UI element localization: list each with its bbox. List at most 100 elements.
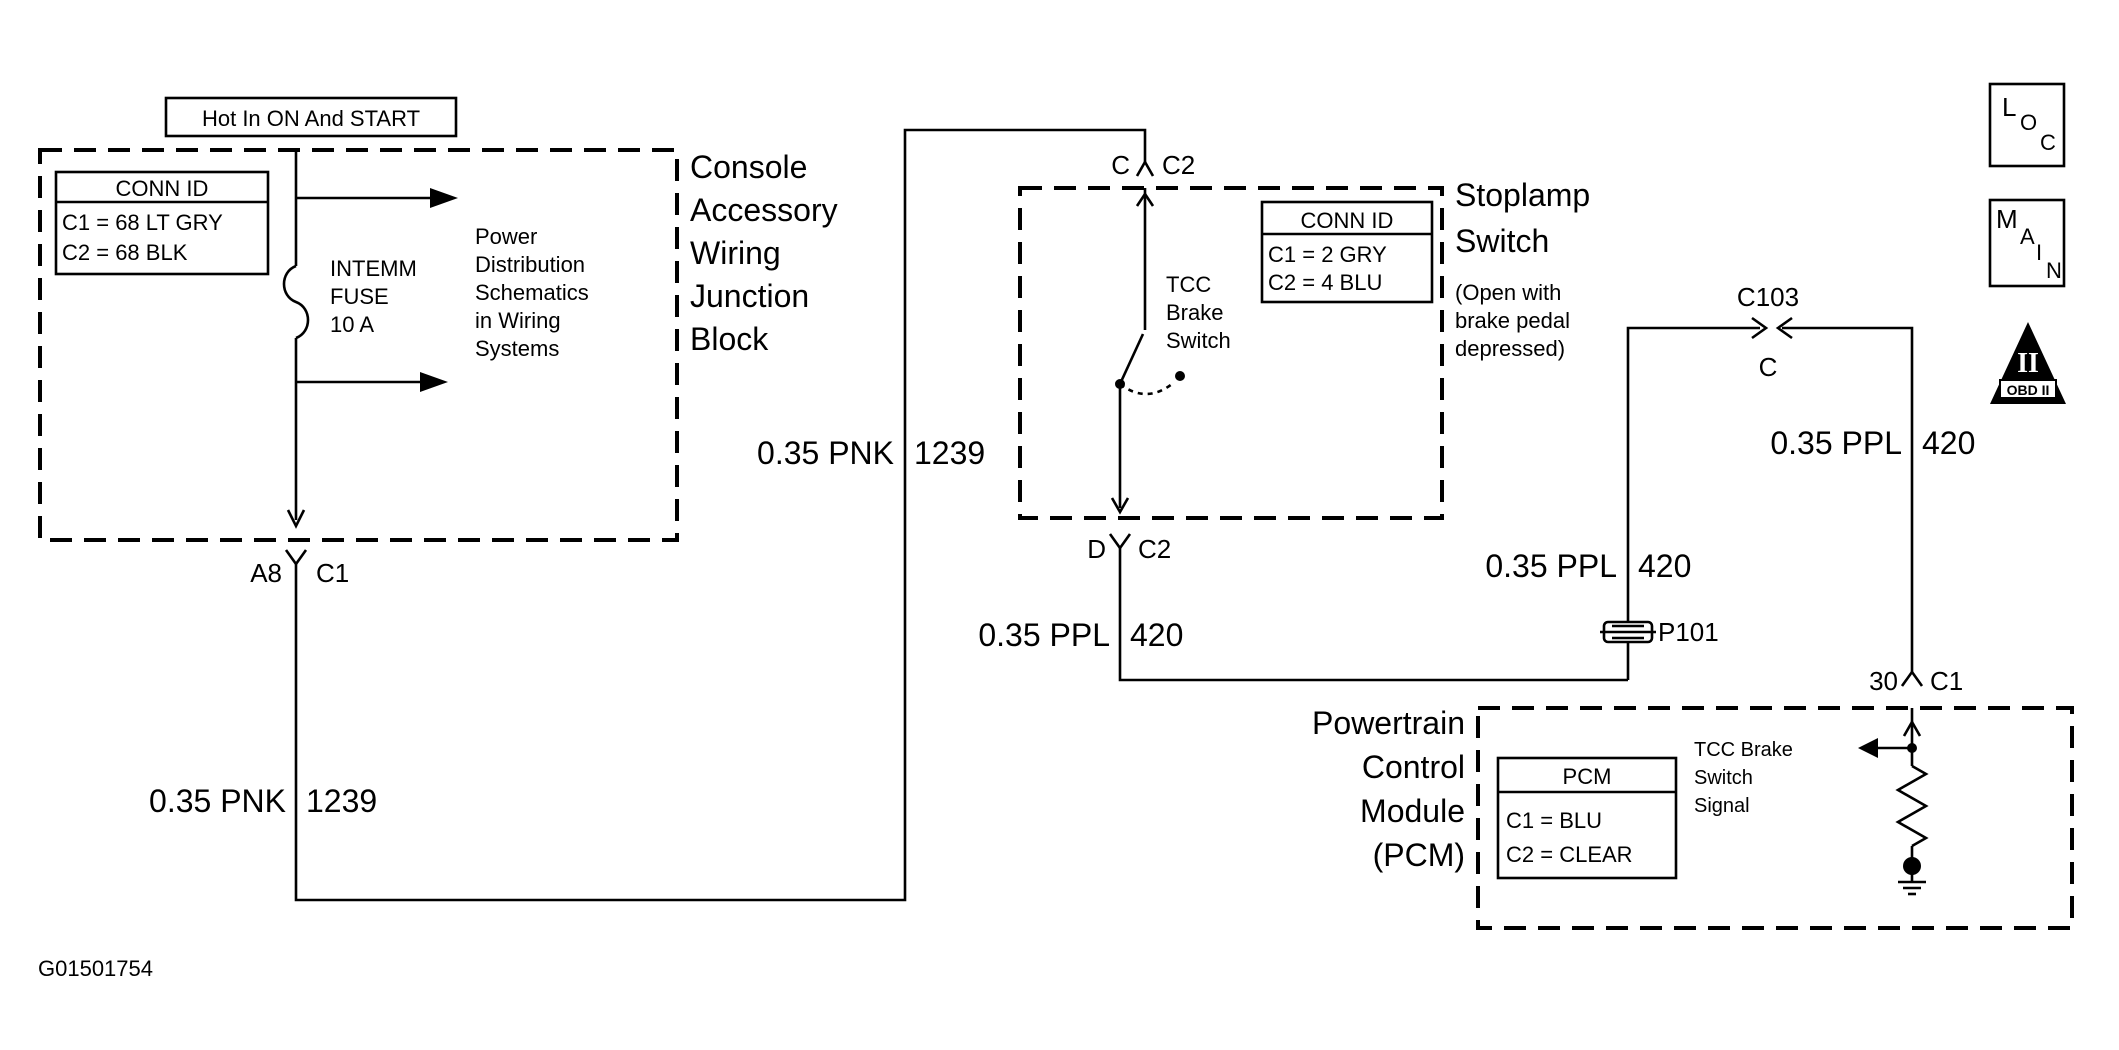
pcm-conn-table <box>1496 756 1678 880</box>
wire-gauge-color: 0.35 PPL <box>1770 425 1902 461</box>
stoplamp-top-connector <box>1135 159 1155 177</box>
pcm-title: (PCM) <box>1373 837 1465 873</box>
tcc-brake-switch-label: Brake <box>1166 300 1223 325</box>
connector-name-label: C103 <box>1737 282 1799 312</box>
fuse-symbol <box>282 264 310 340</box>
svg-text:A: A <box>2020 224 2035 249</box>
svg-text:II: II <box>2017 348 2039 379</box>
stoplamp-conn-row: C1 = 2 GRY <box>1268 242 1387 267</box>
main-icon: M A I N <box>1988 198 2066 288</box>
connector-pin-label: C <box>1759 352 1778 382</box>
connector-name-label: C1 <box>1930 666 1963 696</box>
pull-down-resistor <box>1895 764 1929 848</box>
obd-ii-icon: II OBD II <box>1990 322 2066 404</box>
pcm-title: Control <box>1362 749 1465 785</box>
power-distribution-note: Schematics <box>475 280 589 305</box>
svg-text:OBD II: OBD II <box>2007 382 2050 398</box>
loc-icon: L O C <box>1988 82 2066 168</box>
ground-icon <box>1898 874 1926 896</box>
stoplamp-note: depressed) <box>1455 336 1565 361</box>
hot-label: Hot In ON And START <box>202 106 420 131</box>
wire-420: 0.35 PPL 420 0.35 PPL 420 0.35 PPL 420 C… <box>978 282 1975 682</box>
stoplamp-conn-id-header: CONN ID <box>1301 208 1394 233</box>
connector-30-c1: 30 C1 <box>1869 666 1963 696</box>
stoplamp-dashed-border <box>1018 186 1444 520</box>
pcm-signal-label: Switch <box>1694 767 1753 789</box>
power-distribution-note: Systems <box>475 336 559 361</box>
pcm-title: Module <box>1360 793 1465 829</box>
stoplamp-note: brake pedal <box>1455 308 1570 333</box>
stoplamp-bottom-connector <box>1108 533 1132 551</box>
wire-circuit-number: 420 <box>1922 425 1975 461</box>
junction-block: Hot In ON And START CONN ID C1 = 68 LT G… <box>38 96 838 542</box>
junction-block-title: Block <box>690 321 769 357</box>
cajb-conn-row: C1 = 68 LT GRY <box>62 210 223 235</box>
junction-block-title: Junction <box>690 278 809 314</box>
stoplamp-title: Stoplamp <box>1455 177 1590 213</box>
cajb-conn-row: C2 = 68 BLK <box>62 240 188 265</box>
connector-pin-label: C <box>1111 150 1130 180</box>
figure-id: G01501754 <box>38 956 153 981</box>
wire-circuit-number: 1239 <box>306 783 377 819</box>
connector-pin-label: D <box>1087 534 1106 564</box>
splice-p101: P101 <box>1600 617 1719 647</box>
fuse-label: FUSE <box>330 284 389 309</box>
connector-name-label: C2 <box>1162 150 1195 180</box>
pcm-title: Powertrain <box>1312 705 1465 741</box>
power-distribution-arrow <box>420 372 448 392</box>
pcm-conn-row: C2 = CLEAR <box>1506 842 1633 867</box>
svg-text:M: M <box>1996 204 2018 234</box>
junction-block-title: Accessory <box>690 192 838 228</box>
wire-gauge-color: 0.35 PNK <box>757 435 894 471</box>
power-distribution-note: Power <box>475 224 537 249</box>
wire-gauge-color: 0.35 PPL <box>978 617 1110 653</box>
svg-text:C: C <box>2040 130 2056 155</box>
wire-gauge-color: 0.35 PNK <box>149 783 286 819</box>
power-distribution-note: Distribution <box>475 252 585 277</box>
svg-text:I: I <box>2036 240 2042 265</box>
connector-name-label: C2 <box>1138 534 1171 564</box>
cajb-connector-arrow <box>286 509 306 529</box>
power-distribution-arrow <box>430 188 458 208</box>
switch-contact-blade <box>1118 333 1145 385</box>
junction-block-title: Console <box>690 149 807 185</box>
wire-circuit-number: 420 <box>1638 548 1691 584</box>
pcm-signal-label: Signal <box>1694 795 1750 817</box>
stoplamp-conn-id-table <box>1260 200 1434 304</box>
signal-arrow <box>1858 738 1878 758</box>
pcm-conn-row: C1 = BLU <box>1506 808 1602 833</box>
wire-gauge-color: 0.35 PPL <box>1485 548 1617 584</box>
pcm-conn-header: PCM <box>1563 764 1612 789</box>
svg-text:N: N <box>2046 258 2062 283</box>
svg-text:L: L <box>2002 92 2016 122</box>
junction-block-dashed-border <box>38 148 679 542</box>
stoplamp-title: Switch <box>1455 223 1549 259</box>
hot-label-box <box>164 96 458 138</box>
connector-c103: C103 C <box>1737 282 1799 382</box>
cajb-conn-id-table <box>54 170 270 276</box>
wire-circuit-number: 1239 <box>914 435 985 471</box>
power-distribution-note: in Wiring <box>475 308 561 333</box>
connector-a8-c1: A8 C1 <box>250 549 349 588</box>
tcc-brake-switch-label: TCC <box>1166 272 1211 297</box>
connector-name-label: C1 <box>316 558 349 588</box>
pcm-signal-label: TCC Brake <box>1694 739 1793 761</box>
stoplamp-note: (Open with <box>1455 280 1561 305</box>
pcm: Powertrain Control Module (PCM) PCM C1 =… <box>1312 705 2074 930</box>
wire-1239: 0.35 PNK 1239 0.35 PNK 1239 <box>149 128 1147 902</box>
svg-text:O: O <box>2020 110 2037 135</box>
stoplamp-conn-row: C2 = 4 BLU <box>1268 270 1382 295</box>
stoplamp-switch: C C2 TCC Brake Switch CONN ID C1 = 2 GRY… <box>1018 150 1590 564</box>
fuse-label: 10 A <box>330 312 374 337</box>
connector-pin-label: A8 <box>250 558 282 588</box>
tcc-brake-switch-label: Switch <box>1166 328 1231 353</box>
junction-block-title: Wiring <box>690 235 781 271</box>
connector-pin-label: 30 <box>1869 666 1898 696</box>
fuse-label: INTEMM <box>330 256 417 281</box>
cajb-conn-id-header: CONN ID <box>116 176 209 201</box>
pcm-dashed-border <box>1476 706 2074 930</box>
splice-label: P101 <box>1658 617 1719 647</box>
switch-contact <box>1175 371 1185 381</box>
wire-circuit-number: 420 <box>1130 617 1183 653</box>
